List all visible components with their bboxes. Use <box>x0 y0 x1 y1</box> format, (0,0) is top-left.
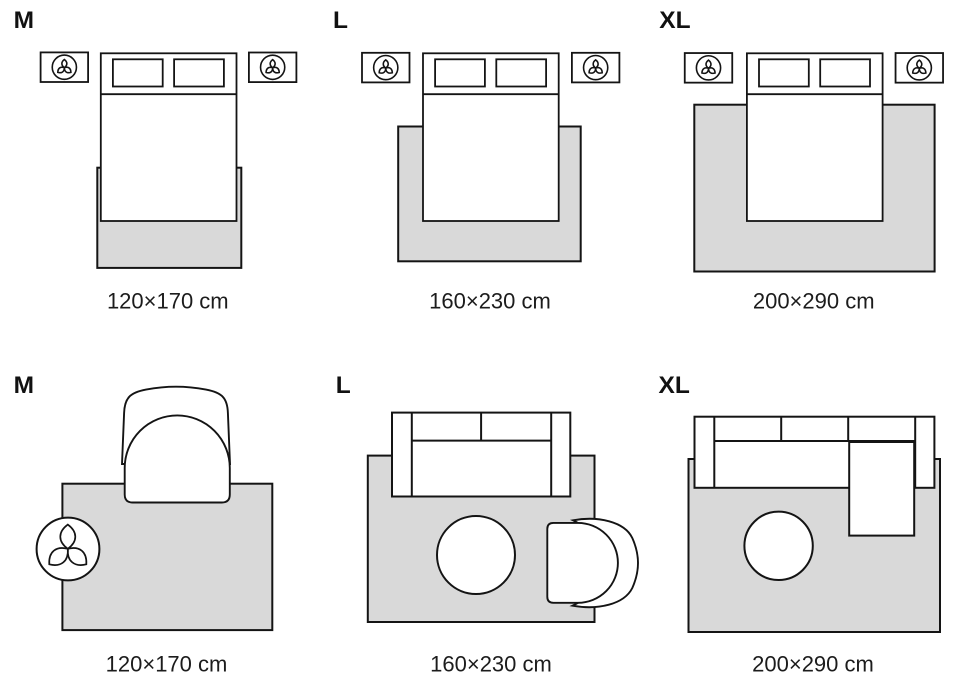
svg-text:L: L <box>333 7 348 34</box>
svg-text:200×290 cm: 200×290 cm <box>753 289 875 314</box>
svg-text:120×170 cm: 120×170 cm <box>107 289 229 314</box>
svg-text:XL: XL <box>659 372 690 399</box>
svg-text:XL: XL <box>659 7 690 34</box>
svg-text:M: M <box>14 372 34 399</box>
svg-text:160×230 cm: 160×230 cm <box>429 289 551 314</box>
svg-text:160×230 cm: 160×230 cm <box>430 652 552 677</box>
svg-text:L: L <box>336 372 351 399</box>
svg-text:M: M <box>14 7 34 34</box>
svg-text:120×170 cm: 120×170 cm <box>106 652 228 677</box>
svg-text:200×290 cm: 200×290 cm <box>752 652 874 677</box>
